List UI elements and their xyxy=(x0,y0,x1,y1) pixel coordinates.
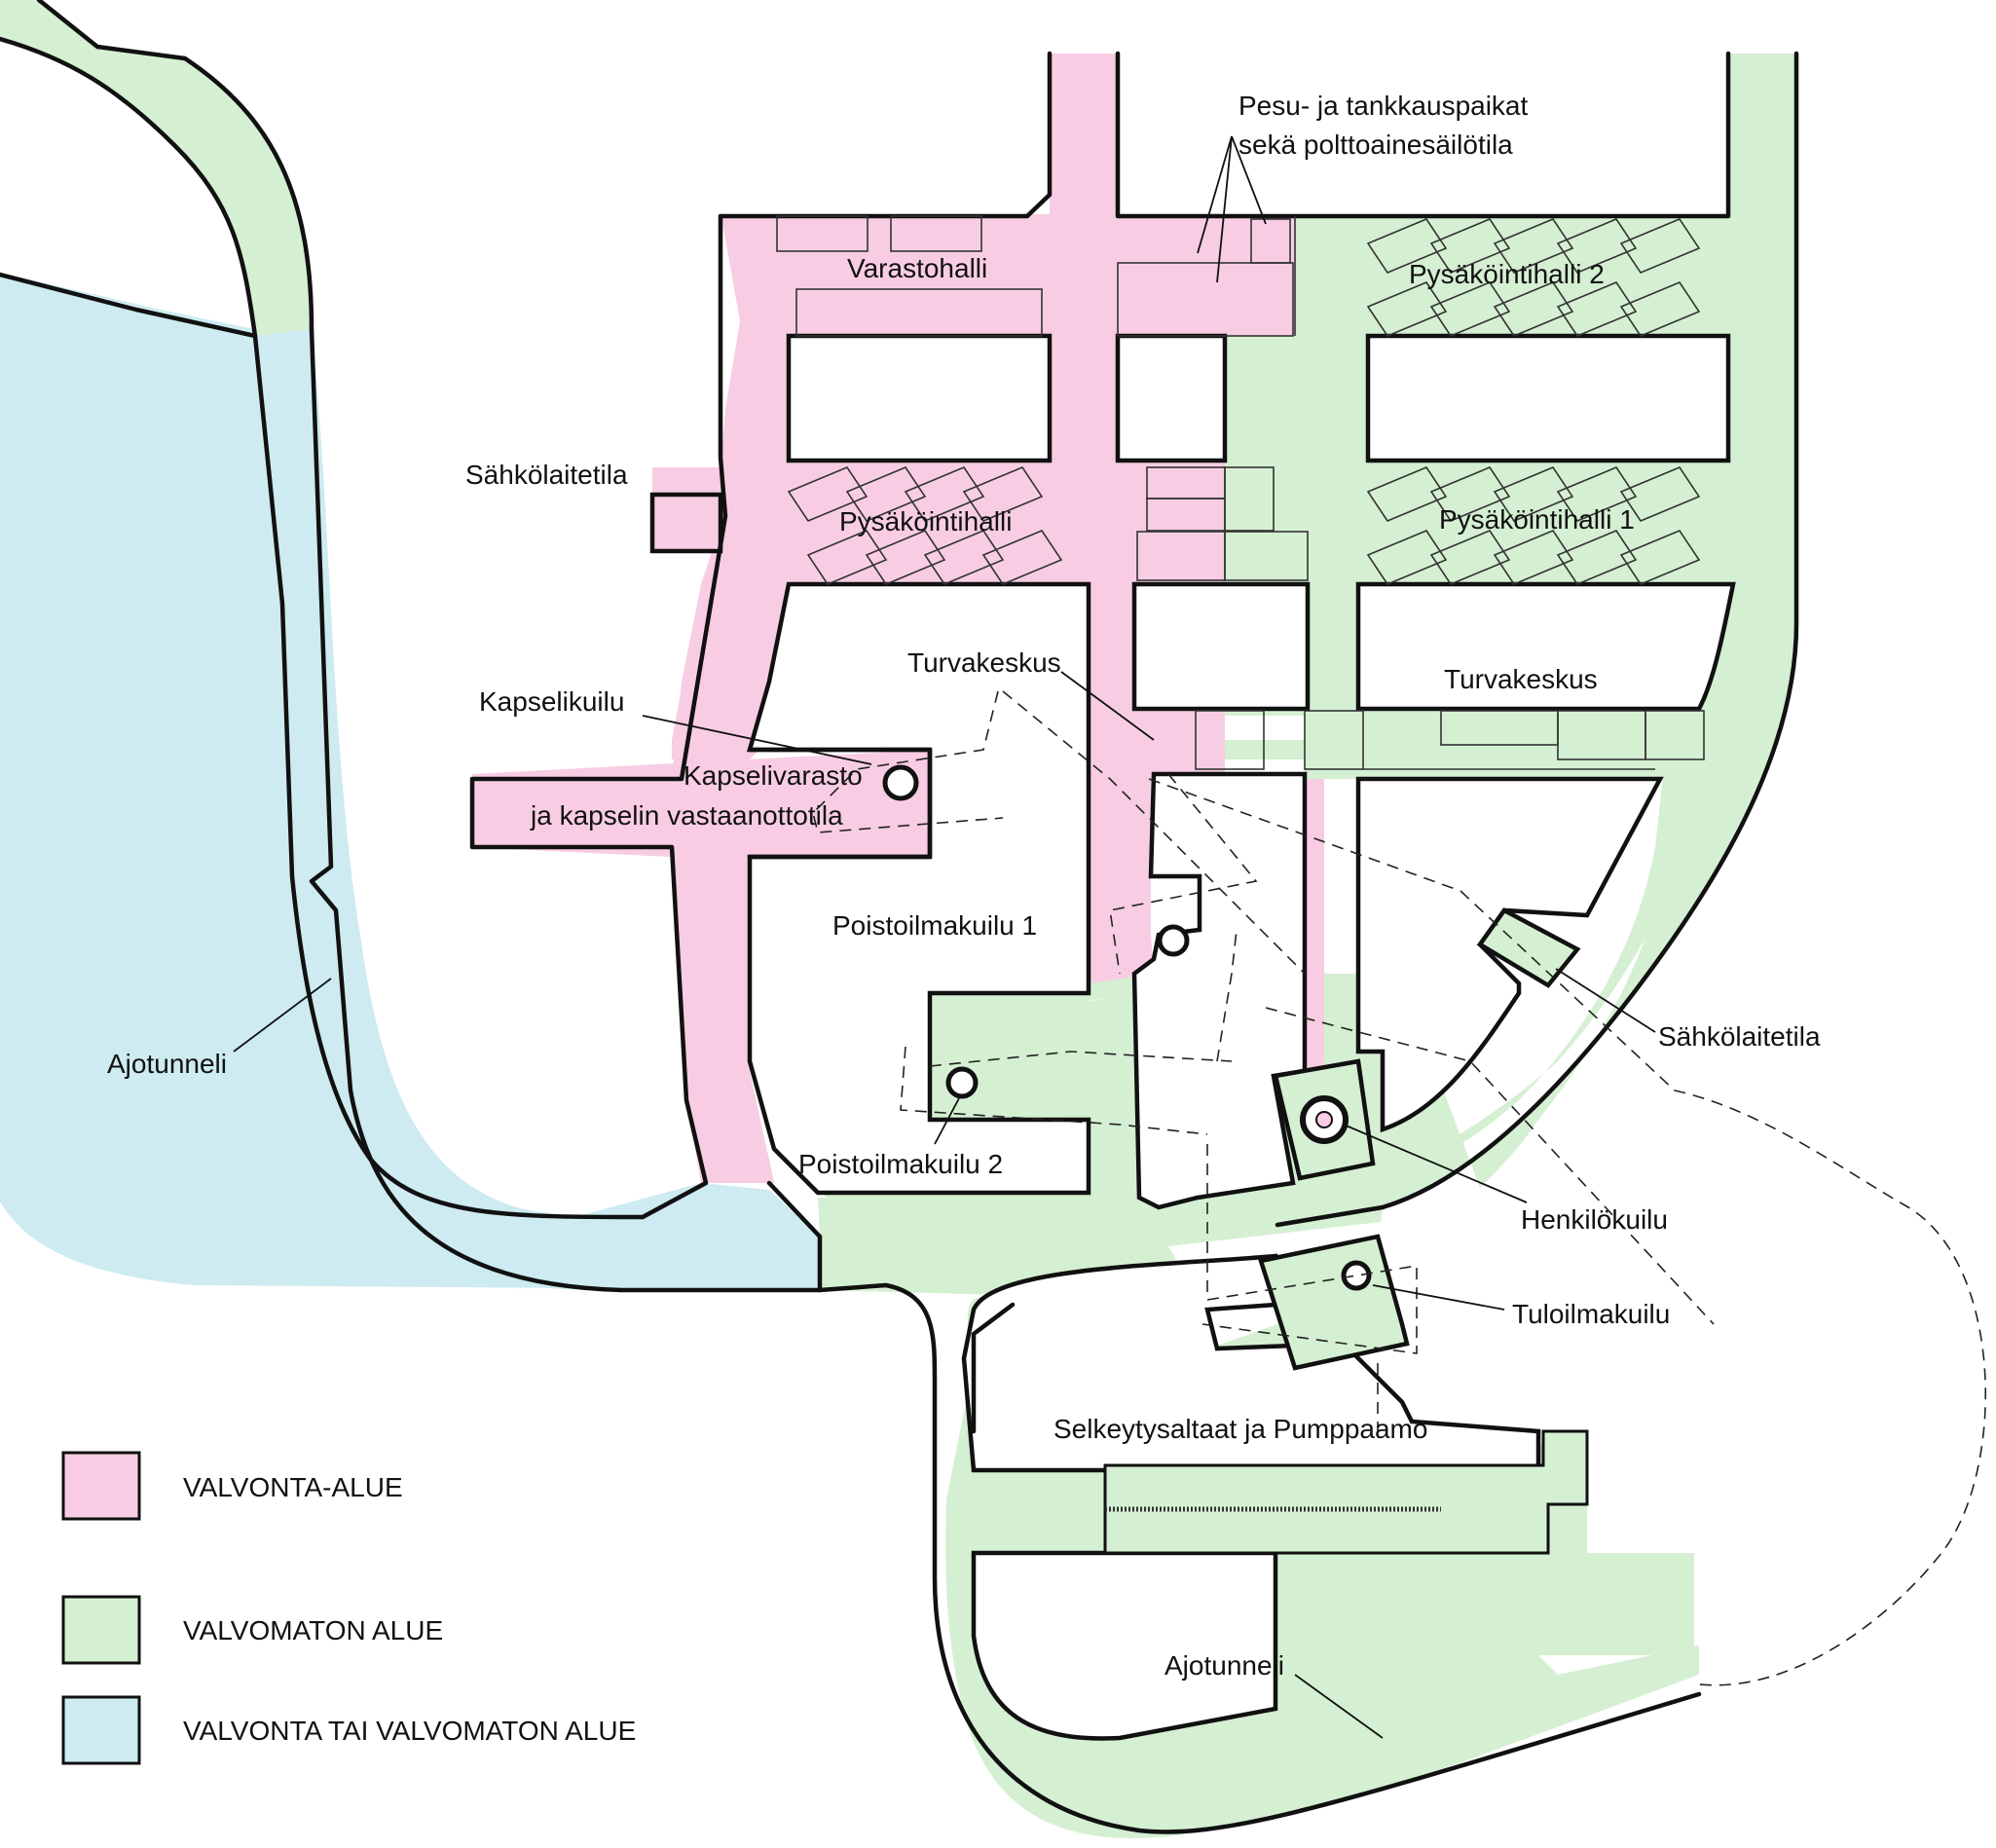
legend-swatch-either xyxy=(61,1695,141,1765)
rock-block-bottom2 xyxy=(971,1550,1278,1741)
label-ajotunneli-bottom: Ajotunneli xyxy=(1164,1650,1284,1681)
wall-left-tunnel-inner xyxy=(309,326,823,1293)
wall-nw-tunnel-inner xyxy=(36,0,314,332)
wall-sw-tunnel-outer xyxy=(0,272,258,339)
legend-label-either: VALVONTA TAI VALVOMATON ALUE xyxy=(183,1716,636,1746)
shaft-poistoilmakuilu1 xyxy=(1157,924,1190,957)
rock-block-mid xyxy=(1115,333,1228,463)
wall-bottom-tunnel-outer xyxy=(817,1282,1702,1834)
label-tuloilmakuilu: Tuloilmakuilu xyxy=(1512,1299,1670,1329)
rock-block-turva-mid xyxy=(1131,581,1311,712)
wall-varasto-left xyxy=(718,213,728,519)
label-poistoilmakuilu1: Poistoilmakuilu 1 xyxy=(832,910,1037,941)
turvakeskus-rooms xyxy=(1195,710,1705,770)
rock-top-left xyxy=(321,0,1050,214)
label-kapselivarasto-line1: Kapselivarasto xyxy=(684,760,863,791)
legend-swatch-controlled xyxy=(61,1451,141,1521)
label-pysakointihalli1: Pysäköintihalli 1 xyxy=(1439,504,1635,535)
wall-bottom-tunnel-inner xyxy=(971,1302,1016,1434)
label-pesu-line2: sekä polttoainesäilötila xyxy=(1238,129,1513,160)
rock-block-right xyxy=(1355,776,1664,1133)
shaft-poistoilmakuilu2 xyxy=(945,1066,979,1099)
zone-uncontrolled-turva-corridor xyxy=(1305,706,1728,769)
wall-right-tunnel-outer xyxy=(1275,51,1799,1228)
henkilokuilu-core xyxy=(1315,1111,1333,1128)
label-kapselivarasto-line2: ja kapselin vastaanottotila xyxy=(530,800,843,831)
legend-label-uncontrolled: VALVOMATON ALUE xyxy=(183,1615,443,1645)
label-kapselikuilu: Kapselikuilu xyxy=(479,686,624,717)
rock-block-pysakointi2 xyxy=(1365,333,1731,463)
label-turvakeskus-left: Turvakeskus xyxy=(907,647,1061,678)
wall-capsule-arm-right xyxy=(766,1180,823,1293)
room-tuloilmakuilu xyxy=(1258,1234,1410,1371)
label-pysakointihalli2: Pysäköintihalli 2 xyxy=(1409,259,1605,289)
rock-top-mid xyxy=(1118,54,1728,214)
room-sahkolaitetila-right xyxy=(1476,907,1581,988)
label-ajotunneli-left: Ajotunneli xyxy=(107,1049,227,1079)
legend: VALVONTA-ALUE VALVOMATON ALUE VALVONTA T… xyxy=(61,1451,636,1765)
zone-either-band xyxy=(0,275,820,1290)
rock-block-bottom xyxy=(961,1253,1541,1473)
room-sahkolaitetila-left xyxy=(649,492,723,554)
wall-nw-tunnel-outer xyxy=(0,36,646,1220)
zone-uncontrolled-northwest xyxy=(0,0,312,336)
label-selkeytysaltaat: Selkeytysaltaat ja Pumppaamo xyxy=(1053,1414,1427,1444)
wall-right-tunnel-left xyxy=(1115,51,1731,219)
label-pesu-line1: Pesu- ja tankkauspaikat xyxy=(1238,91,1529,121)
rock-block-turvakeskus xyxy=(1355,581,1736,712)
zone-either-tunnel xyxy=(0,273,820,1290)
zone-controlled-lift xyxy=(1305,779,1324,1071)
rock-block-central xyxy=(1131,771,1308,1210)
parking-stalls-diagonal xyxy=(787,218,1701,585)
label-sahkolaitetila-top: Sähkölaitetila xyxy=(465,460,628,490)
legend-label-controlled: VALVONTA-ALUE xyxy=(183,1472,403,1502)
zone-controlled-capsule xyxy=(472,750,930,857)
label-pysakointihalli: Pysäköintihalli xyxy=(839,506,1012,536)
shaft-kapselikuilu xyxy=(882,764,919,801)
rock-block-varasto xyxy=(786,333,1053,463)
leader-lines xyxy=(233,135,1656,1739)
wall-capsule-box xyxy=(747,747,933,860)
label-poistoilmakuilu2: Poistoilmakuilu 2 xyxy=(798,1149,1003,1179)
label-sahkolaitetila-right: Sähkölaitetila xyxy=(1658,1021,1821,1052)
label-henkilokuilu: Henkilökuilu xyxy=(1521,1204,1668,1235)
dashed-projections xyxy=(812,690,1987,1686)
room-selkeytysaltaat xyxy=(1103,1429,1589,1555)
wash-room-details xyxy=(1117,216,1296,337)
wall-varasto-top xyxy=(718,51,1053,219)
label-varastohalli: Varastohalli xyxy=(847,253,987,283)
shaft-tuloilmakuilu xyxy=(1341,1260,1372,1291)
parking-stalls-hall-left xyxy=(776,215,1309,581)
legend-swatch-uncontrolled xyxy=(61,1595,141,1665)
wall-capsule-arm xyxy=(469,513,728,1220)
label-turvakeskus-right: Turvakeskus xyxy=(1444,664,1598,694)
